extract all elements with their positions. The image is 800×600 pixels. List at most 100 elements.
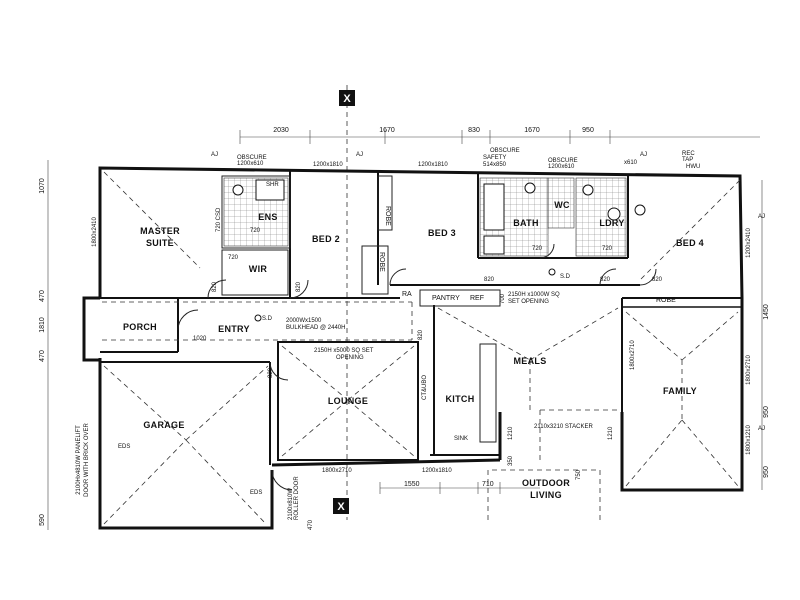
dim-top-3: 830 [468, 127, 480, 134]
svg-text:DOOR WITH BRICK OVER: DOOR WITH BRICK OVER [84, 422, 90, 496]
svg-text:OPENING: OPENING [336, 355, 364, 361]
internal-walls [100, 170, 742, 465]
svg-text:SET OPENING: SET OPENING [508, 299, 549, 305]
svg-text:1800x2710: 1800x2710 [630, 340, 636, 370]
room-wc-label: WC [554, 200, 570, 210]
svg-text:HWU: HWU [686, 164, 700, 170]
svg-text:470: 470 [308, 519, 314, 530]
svg-text:S.D: S.D [262, 316, 273, 322]
svg-text:AJ: AJ [211, 152, 218, 158]
svg-text:ROLLER DOOR: ROLLER DOOR [294, 476, 300, 520]
room-living-label: LIVING [530, 490, 562, 500]
svg-text:2150H x1000W SQ: 2150H x1000W SQ [508, 292, 560, 298]
roof-lines [102, 171, 741, 525]
room-ref-label: REF [470, 295, 484, 302]
svg-text:1200x610: 1200x610 [237, 161, 264, 167]
dim-top-2: 1670 [379, 127, 395, 134]
svg-text:X: X [337, 501, 345, 513]
room-labels: MASTER SUITE ENS WIR BED 2 BED 3 BATH WC… [123, 182, 704, 500]
svg-text:820: 820 [268, 367, 274, 378]
svg-text:1800x2710: 1800x2710 [322, 468, 352, 474]
svg-text:2000Wx1500: 2000Wx1500 [286, 318, 322, 324]
svg-text:820: 820 [212, 281, 218, 292]
room-bed2-label: BED 2 [312, 234, 340, 244]
room-bed4-label: BED 4 [676, 238, 704, 248]
top-notes: OBSCURE 1200x610 1200x1810 1200x1810 OBS… [211, 148, 700, 170]
svg-text:OBSCURE: OBSCURE [237, 155, 267, 161]
room-entry-label: ENTRY [218, 324, 250, 334]
svg-text:590: 590 [39, 514, 46, 526]
svg-text:AJ: AJ [758, 426, 765, 432]
svg-text:720 CSD: 720 CSD [216, 207, 222, 232]
svg-text:750: 750 [576, 469, 582, 480]
svg-text:1200x1810: 1200x1810 [422, 468, 452, 474]
room-suite-label: SUITE [146, 238, 174, 248]
bottom-dimensions: 1550 710 [379, 481, 540, 494]
svg-text:820: 820 [418, 329, 424, 340]
svg-text:1800x2410: 1800x2410 [92, 216, 98, 246]
svg-text:AJ: AJ [356, 152, 363, 158]
annotations: 720 CSD 2150H x1000W SQ SET OPENING 2000… [118, 207, 636, 520]
svg-text:820: 820 [600, 277, 611, 283]
svg-text:EDS: EDS [118, 444, 130, 450]
room-family-label: FAMILY [663, 386, 697, 396]
svg-text:950: 950 [763, 466, 770, 478]
door-dimensions: 720 720 720 720 820 820 820 820 820 820 … [193, 228, 663, 530]
svg-text:820: 820 [484, 277, 495, 283]
room-outdoor-label: OUTDOOR [522, 478, 570, 488]
svg-text:AJ: AJ [640, 152, 647, 158]
svg-text:x610: x610 [624, 160, 638, 166]
left-dimensions: 1070 470 1810 470 590 1800x2410 2100Hx48… [39, 160, 98, 530]
svg-text:1450: 1450 [763, 304, 770, 320]
svg-text:820: 820 [652, 277, 663, 283]
svg-text:1200x610: 1200x610 [548, 164, 575, 170]
section-mark-top: X [339, 85, 355, 520]
svg-text:470: 470 [39, 290, 46, 302]
right-dimensions: 1200x2410 1450 1800x2710 950 1800x1210 9… [746, 180, 770, 490]
room-porch-label: PORCH [123, 322, 157, 332]
svg-text:514x850: 514x850 [483, 162, 507, 168]
svg-text:820: 820 [296, 281, 302, 292]
svg-text:950: 950 [763, 406, 770, 418]
svg-text:1210: 1210 [508, 426, 514, 440]
svg-text:1020: 1020 [193, 336, 207, 342]
room-bed3-label: BED 3 [428, 228, 456, 238]
room-pantry-label: PANTRY [432, 295, 460, 302]
room-ens-label: ENS [258, 212, 277, 222]
svg-text:SAFETY: SAFETY [483, 155, 506, 161]
section-mark-bottom: X [333, 498, 349, 514]
room-master-label: MASTER [140, 226, 180, 236]
svg-text:1200x2410: 1200x2410 [746, 227, 752, 257]
svg-text:1800x1210: 1800x1210 [746, 424, 752, 454]
svg-text:1210: 1210 [608, 426, 614, 440]
svg-text:350: 350 [508, 455, 514, 466]
dim-top-5: 950 [582, 127, 594, 134]
svg-text:2100Hx4810W PANELIFT: 2100Hx4810W PANELIFT [76, 425, 82, 495]
room-robe-label: ROBE [656, 297, 676, 304]
door-swings [177, 243, 657, 491]
svg-text:720: 720 [250, 228, 261, 234]
room-kitch-label: KITCH [446, 394, 475, 404]
svg-text:OBSCURE: OBSCURE [490, 148, 520, 154]
outer-walls [82, 166, 744, 530]
svg-text:AJ: AJ [758, 214, 765, 220]
top-dimensions: 2030 1670 830 1670 950 [239, 127, 760, 144]
room-robe-label: ROBE [378, 252, 385, 272]
room-garage-label: GARAGE [143, 420, 184, 430]
room-robe-label: ROBE [384, 206, 391, 226]
svg-text:REC: REC [682, 151, 695, 157]
dim-top-4: 1670 [524, 127, 540, 134]
svg-text:710: 710 [482, 481, 494, 488]
svg-text:720: 720 [532, 246, 543, 252]
svg-text:2100x810W: 2100x810W [288, 488, 294, 520]
svg-text:1200x1810: 1200x1810 [313, 162, 343, 168]
svg-text:BULKHEAD @ 2440H: BULKHEAD @ 2440H [286, 325, 345, 331]
wet-areas [223, 177, 646, 257]
room-bath-label: BATH [513, 218, 539, 228]
svg-text:EDS: EDS [250, 490, 262, 496]
room-wir-label: WIR [249, 264, 268, 274]
svg-text:S.D: S.D [560, 274, 571, 280]
sink-label: SINK [454, 436, 468, 442]
svg-text:1200x1810: 1200x1810 [418, 162, 448, 168]
